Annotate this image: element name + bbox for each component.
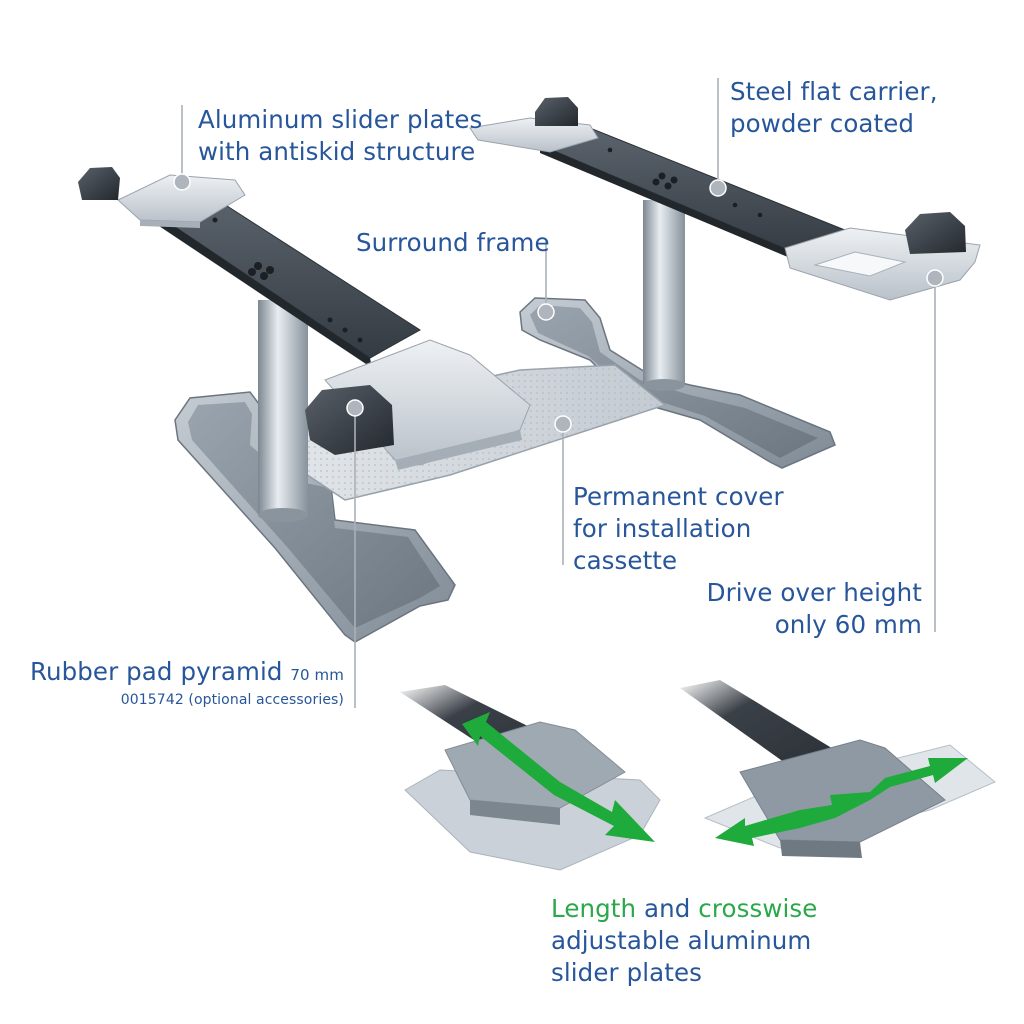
left-steel-carrier bbox=[148, 194, 421, 368]
rubber-pad-size: 70 mm bbox=[290, 666, 344, 684]
label-line: Rubber pad pyramid 70 mm bbox=[30, 656, 344, 691]
label-line: Length and crosswise bbox=[551, 893, 817, 925]
label-crosswise-word: crosswise bbox=[698, 894, 818, 923]
label-line: Permanent cover bbox=[573, 482, 784, 511]
rubber-pad-title: Rubber pad pyramid bbox=[29, 657, 283, 686]
callout-dot-icon bbox=[926, 269, 944, 287]
right-column bbox=[643, 200, 685, 391]
label-line: adjustable aluminum bbox=[551, 926, 812, 955]
callout-dot-icon bbox=[537, 303, 555, 321]
label-length-word: Length bbox=[551, 894, 637, 923]
callout-dot-icon bbox=[346, 399, 364, 417]
left-back-slider-plate bbox=[78, 167, 246, 228]
label-line: Surround frame bbox=[356, 228, 550, 257]
label-line: cassette bbox=[573, 546, 678, 575]
label-and-word: and bbox=[644, 894, 691, 923]
label-line: powder coated bbox=[730, 109, 915, 138]
left-front-slider-plate bbox=[305, 339, 531, 470]
callout-dot-icon bbox=[554, 415, 572, 433]
label-line: for installation bbox=[573, 514, 752, 543]
left-column bbox=[258, 300, 308, 522]
label-slider-plates: Aluminum slider plates with antiskid str… bbox=[198, 104, 482, 168]
label-surround-frame: Surround frame bbox=[356, 227, 550, 259]
rubber-pad-part-number: 0015742 (optional accessories) bbox=[120, 692, 344, 708]
callout-dot-icon bbox=[709, 179, 727, 197]
label-steel-carrier: Steel flat carrier, powder coated bbox=[730, 76, 938, 140]
label-drive-over-height: Drive over height only 60 mm bbox=[707, 577, 922, 641]
label-rubber-pad: Rubber pad pyramid 70 mm 0015742 (option… bbox=[30, 656, 344, 709]
label-line: Aluminum slider plates bbox=[198, 105, 483, 134]
label-line: with antiskid structure bbox=[198, 137, 476, 166]
label-line: Steel flat carrier, bbox=[730, 77, 938, 106]
label-line: Drive over height bbox=[706, 578, 922, 607]
label-permanent-cover: Permanent cover for installation cassett… bbox=[573, 481, 784, 577]
callout-lines bbox=[181, 78, 936, 708]
right-back-slider-plate bbox=[469, 97, 599, 153]
label-line: only 60 mm bbox=[774, 610, 922, 639]
detail-length-slider bbox=[400, 685, 661, 871]
label-adjustable-plates: Length and crosswise adjustable aluminum… bbox=[551, 893, 817, 989]
double-headed-arrow-icon bbox=[462, 712, 655, 842]
label-line: slider plates bbox=[551, 958, 702, 987]
callout-dot-icon bbox=[173, 173, 191, 191]
double-headed-arrow-icon bbox=[715, 758, 968, 846]
